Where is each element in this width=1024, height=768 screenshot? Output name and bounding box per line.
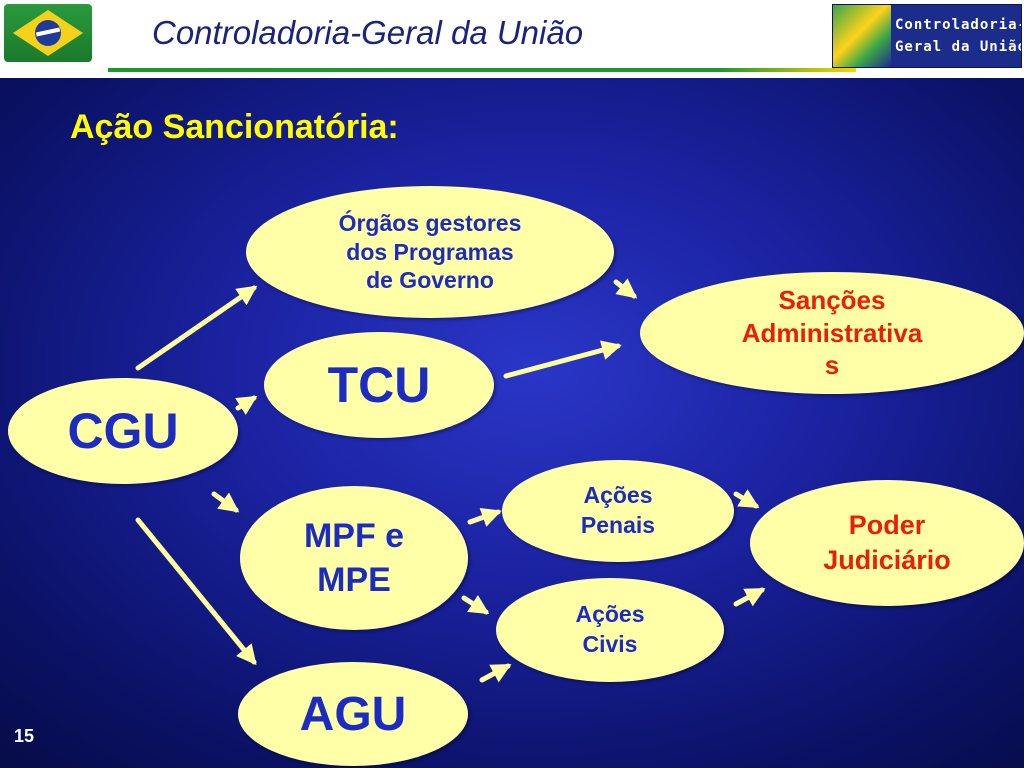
node-poder-judiciario: Poder Judiciário: [750, 480, 1024, 606]
arrow-penais-judiciario: [733, 489, 760, 509]
node-orgaos-gestores: Órgãos gestores dos Programas de Governo: [246, 186, 614, 318]
arrow-civis-judiciario: [733, 587, 766, 607]
node-agu: AGU: [238, 662, 468, 766]
node-sancoes-label: Sanções Administrativa s: [741, 285, 923, 381]
arrow-cgu-tcu: [235, 395, 258, 415]
logo-text-line1: Controladoria-: [895, 17, 1022, 33]
node-sancoes-administrativas: Sanções Administrativa s: [640, 272, 1024, 394]
header-bar: Controladoria-Geral da União Controlador…: [0, 0, 1024, 78]
node-acoes-penais-label: Ações Penais: [580, 482, 656, 538]
node-acoes-civis-label: Ações Civis: [575, 601, 645, 657]
arrow-mpf-civis: [461, 594, 490, 615]
node-mpf-label: MPF e MPE: [303, 516, 405, 599]
header-title: Controladoria-Geral da União: [152, 14, 584, 51]
node-acoes-penais: Ações Penais: [502, 460, 734, 562]
page-number: 15: [14, 726, 35, 746]
arrow-cgu-agu: [135, 517, 257, 666]
arrow-cgu-mpf: [211, 491, 240, 513]
node-cgu: CGU: [8, 378, 238, 484]
arrow-orgaos-sancoes: [613, 278, 638, 299]
brazil-flag-icon: [4, 4, 92, 62]
slide-title: Ação Sancionatória:: [70, 108, 399, 146]
node-mpf-mpe: MPF e MPE: [240, 486, 468, 630]
node-tcu-label: TCU: [327, 357, 431, 413]
arrow-mpf-penais: [467, 507, 502, 527]
node-orgaos-gestores-label: Órgãos gestores dos Programas de Governo: [338, 209, 522, 294]
cgu-logo-mark-icon: [833, 5, 891, 67]
node-tcu: TCU: [264, 332, 494, 438]
cgu-logo: Controladoria- Geral da União: [832, 4, 1022, 68]
logo-text-line2: Geral da União: [895, 39, 1022, 55]
arrow-agu-civis: [479, 663, 512, 683]
arrow-cgu-orgaos: [135, 285, 258, 371]
arrow-tcu-sancoes: [503, 340, 622, 379]
node-agu-label: AGU: [299, 687, 407, 741]
node-acoes-civis: Ações Civis: [496, 578, 724, 682]
header-divider: [108, 68, 856, 72]
node-poder-judiciario-label: Poder Judiciário: [823, 509, 951, 575]
node-cgu-label: CGU: [67, 403, 179, 459]
